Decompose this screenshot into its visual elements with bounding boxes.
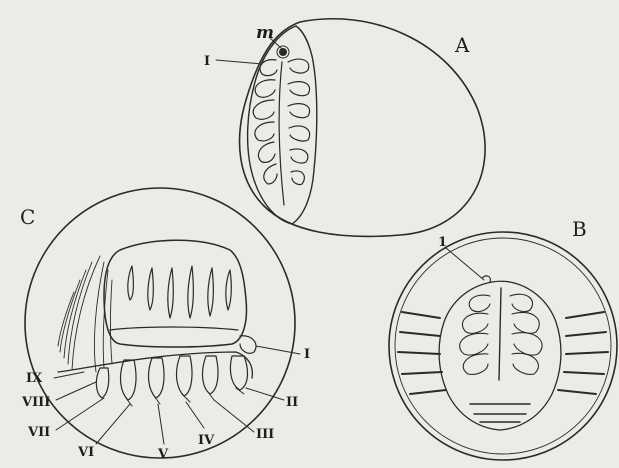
panel-c-label-ii: II [286,395,298,410]
panel-b-segment-strokes [398,312,608,422]
panel-b-midline [499,288,501,380]
panel-c-label-i: I [304,347,310,362]
appendage [264,164,277,184]
appendage [512,353,538,374]
appendage [291,171,304,185]
appendage-i [240,336,256,354]
appendage [255,122,274,141]
panel-b: 1 B [389,217,617,460]
appendage-iv [177,356,192,396]
panel-c-label-iii: III [256,427,274,442]
panel-c-label-iv: IV [198,433,215,448]
appendage-vi [121,360,136,400]
appendage [462,313,488,333]
panel-b-one-leader [446,248,484,280]
panel-c-ventral-outline [58,352,252,378]
panel-a-midline [279,62,284,205]
panel-b-label-one: 1 [438,235,447,250]
appendage [253,100,274,119]
appendage [288,104,310,118]
panel-a-label-m: m [256,23,274,43]
appendage-v [149,358,164,398]
appendage [258,142,275,162]
panel-a: m I A [204,19,485,237]
panel-c-letter: C [20,205,35,229]
panel-b-letter: B [572,217,587,241]
panel-a-left-appendages [253,60,277,184]
appendage [510,294,533,311]
appendage-vii [96,368,108,398]
panel-b-egg-outline [389,232,617,460]
panel-c-dorsal-yolk-block [104,240,246,347]
appendage [469,295,490,312]
panel-a-right-appendages [288,59,310,184]
panel-a-egg-outline [240,19,486,237]
appendage [288,82,310,96]
panel-c-label-ix: IX [26,371,43,386]
panel-c-label-v: V [157,447,169,462]
panel-c-label-vii: VII [27,425,50,440]
appendage [290,149,308,163]
panel-a-letter: A [454,33,470,57]
appendage-ii [230,356,247,390]
panel-b-left-appendages [460,295,490,374]
appendage [460,333,488,355]
panel-c-label-vi: VI [77,445,94,460]
appendage [512,333,542,356]
panel-a-mouth-spot [279,48,287,56]
appendage [512,312,539,333]
appendage [255,80,275,98]
panel-c-label-viii: VIII [21,395,50,410]
panel-a-i-leader [216,60,262,64]
panel-c-yolk-segments [110,266,238,330]
panel-c-anterior-hatching [58,256,112,372]
appendage [463,354,488,375]
appendage [289,126,310,141]
panel-b-right-appendages [510,294,542,374]
panel-c: C I II III IV V VI VII VIII IX [20,188,310,462]
appendage-iii [203,356,218,394]
appendage [288,59,309,73]
panel-a-label-i: I [204,54,210,69]
